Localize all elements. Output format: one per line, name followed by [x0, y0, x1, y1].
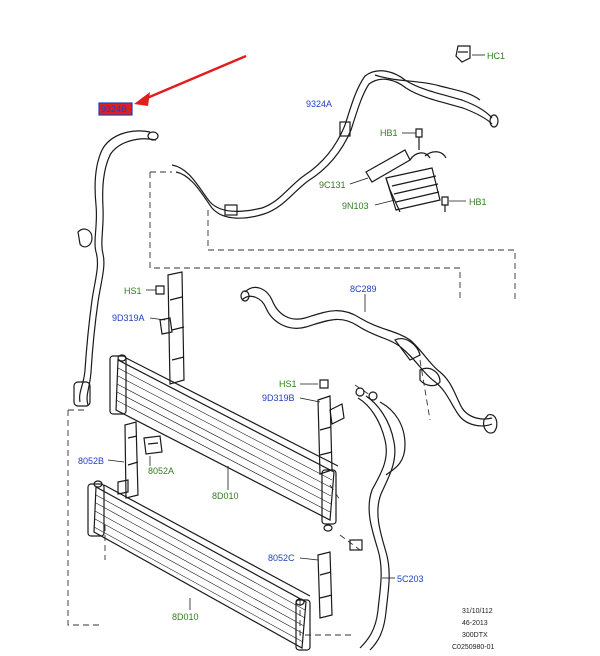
callout-hc1[interactable]: HC1 [487, 51, 505, 61]
code-line-3: 300DTX [462, 632, 488, 639]
callout-9n103[interactable]: 9N103 [342, 201, 369, 211]
bracket-8052c [299, 551, 333, 619]
callout-8052c[interactable]: 8052C [268, 553, 295, 563]
hose-8c289 [240, 286, 498, 434]
dashed-routing-lines [67, 171, 516, 636]
callout-9324a[interactable]: 9324A [306, 99, 332, 109]
callout-8c289[interactable]: 8C289 [350, 284, 377, 294]
cooler-8d010-lower [87, 480, 311, 651]
hose-5c203 [349, 387, 406, 651]
callout-9d319a[interactable]: 9D319A [112, 313, 145, 323]
bracket-9c131 [349, 149, 411, 185]
callout-hb1-top[interactable]: HB1 [380, 128, 398, 138]
callout-5c203[interactable]: 5C203 [397, 574, 424, 584]
bracket-9d319a [149, 271, 185, 385]
bolt-hb1-right [441, 196, 466, 212]
callout-9d319b[interactable]: 9D319B [262, 393, 295, 403]
cooler-8d010-upper [109, 354, 339, 532]
code-line-1: 31/10/112 [462, 608, 493, 615]
bracket-9d319b [299, 395, 345, 475]
callout-8d010-lower[interactable]: 8D010 [172, 612, 199, 622]
callout-hs1-mid[interactable]: HS1 [279, 379, 297, 389]
callout-8d010-upper[interactable]: 8D010 [212, 491, 239, 501]
reference-code-block: 31/10/112 46-2013 300DTX C0250980-01 [452, 608, 495, 651]
bolt-hb1-top [402, 128, 423, 150]
callout-hb1-right[interactable]: HB1 [469, 197, 487, 207]
code-line-2: 46-2013 [462, 620, 488, 627]
hose-9324a [171, 70, 499, 219]
clip-8052a [143, 435, 163, 466]
clip-hc1 [455, 45, 485, 63]
code-line-4: C0250980-01 [452, 644, 495, 651]
callout-8052b[interactable]: 8052B [78, 456, 104, 466]
highlight-arrow [134, 54, 247, 106]
hose-9324b [73, 130, 159, 407]
oil-cooler-9n103 [374, 151, 447, 213]
highlight-box-9324b [98, 102, 133, 116]
screw-hs1-top [146, 285, 165, 295]
screw-hs1-mid [300, 379, 329, 389]
callout-hs1-top[interactable]: HS1 [124, 286, 142, 296]
callout-9324b[interactable]: 9324B [101, 104, 127, 114]
bracket-8052b [107, 421, 139, 499]
callout-8052a[interactable]: 8052A [148, 466, 174, 476]
callout-9c131[interactable]: 9C131 [319, 180, 346, 190]
